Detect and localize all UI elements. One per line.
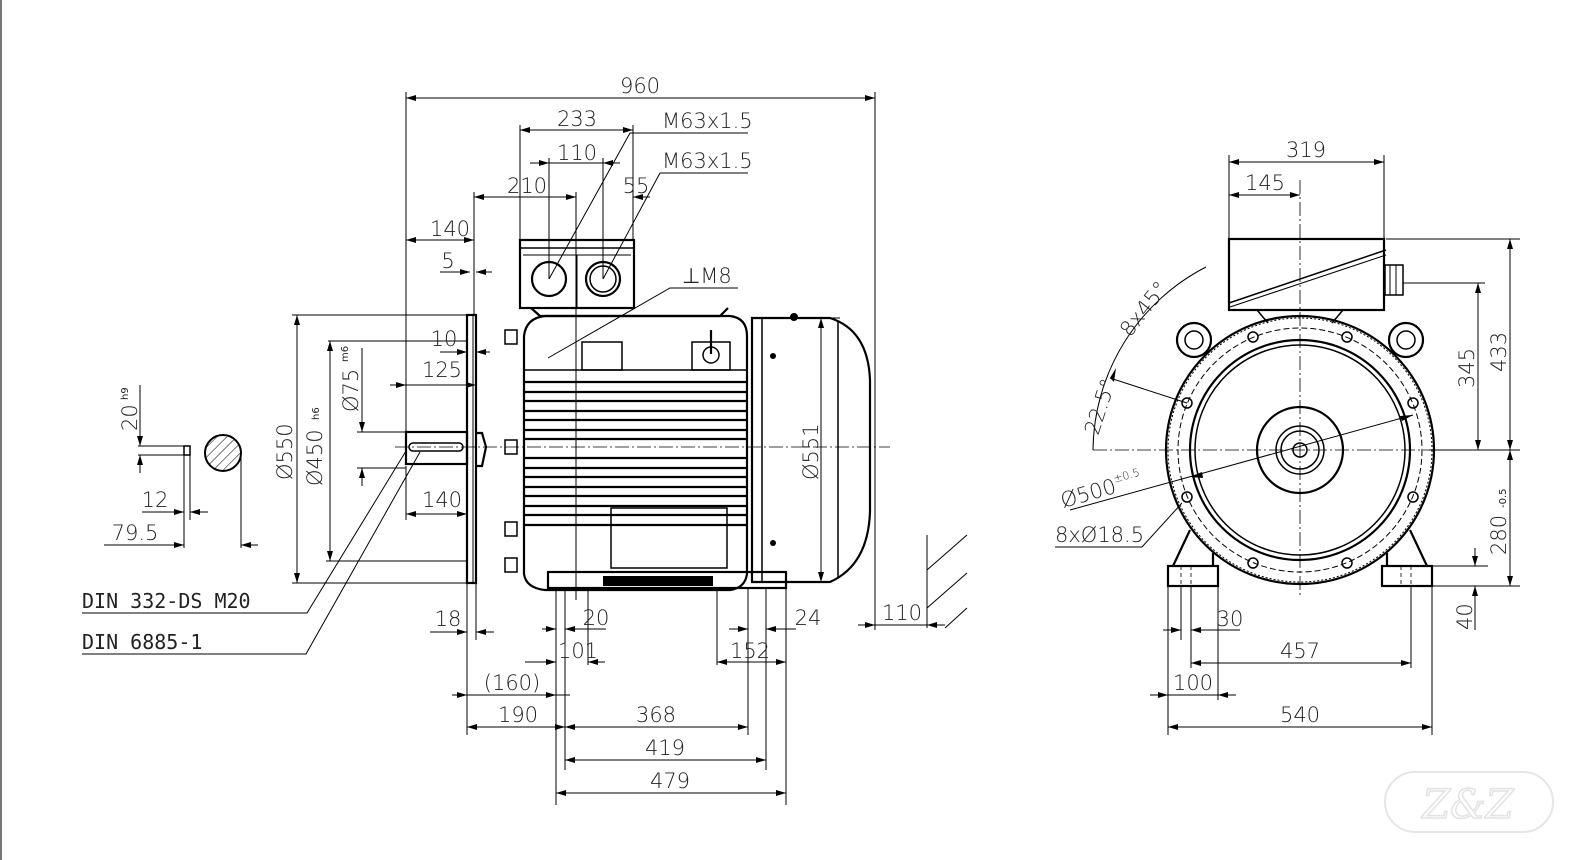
spigot-tolerance: h6 xyxy=(311,407,322,420)
note-center-hole: DIN 332-DS M20 xyxy=(82,589,251,613)
shaft-keyway xyxy=(408,442,464,452)
dim-end-foot-span: 540 xyxy=(1280,703,1320,727)
end-bearing-cover xyxy=(1255,405,1345,495)
note-bolt-holes: 8xØ18.5 xyxy=(1055,523,1144,547)
dim-overall-length: 960 xyxy=(620,74,660,98)
dim-foot-width-a: 101 xyxy=(558,639,598,663)
end-bolt-holes xyxy=(1181,331,1419,569)
dim-shaft-key-length: 125 xyxy=(422,358,462,382)
end-foot-right xyxy=(1380,564,1434,588)
note-gland-bottom: M63x1.5 xyxy=(662,149,753,173)
dim-key-width: 20 xyxy=(118,404,142,431)
shaft-shoulder xyxy=(476,431,488,468)
flange-plate xyxy=(465,313,478,585)
dim-foot-span-outer: 479 xyxy=(650,769,690,793)
end-terminal-box xyxy=(1227,237,1386,312)
dim-shaft-length: 140 xyxy=(422,488,462,512)
dim-end-box-width: 319 xyxy=(1286,138,1326,162)
dim-flange-to-foot-ref: (160) xyxy=(484,671,540,695)
shaft-section: 20 h9 12 79.5 xyxy=(104,385,258,548)
watermark-text: Z&Z xyxy=(1420,782,1514,828)
pcd-tolerance: ±0.5 xyxy=(1112,466,1141,486)
dim-gland-spacing: 110 xyxy=(557,141,597,165)
dim-flange-diameter: Ø550 xyxy=(273,423,297,480)
note-key-standard: DIN 6885-1 xyxy=(82,630,202,654)
dim-terminal-box-offset: 210 xyxy=(507,174,547,198)
end-shaft xyxy=(1292,442,1308,458)
dim-gland-offset: 55 xyxy=(623,174,650,198)
note-earth-terminal: ⊥M8 xyxy=(682,264,732,288)
dim-shaft-height: 79.5 xyxy=(112,521,159,545)
dim-frame-diameter: Ø551 xyxy=(799,423,823,480)
end-flange-spigot xyxy=(1188,338,1412,562)
motor-frame xyxy=(522,314,749,592)
cooling-fins xyxy=(525,380,747,527)
dim-flange-step: 5 xyxy=(441,249,454,273)
dim-foot-width-b: 152 xyxy=(730,639,770,663)
dim-end-box-offset: 145 xyxy=(1245,171,1285,195)
earth-terminal-label: M8 xyxy=(700,264,731,288)
dim-rear-clearance: 110 xyxy=(882,601,922,625)
fan-cowl xyxy=(750,316,872,584)
note-bolt-angle: 22.5° xyxy=(1080,376,1121,438)
end-view: 319 145 433 345 280 -0.5 40 30 xyxy=(1055,138,1520,735)
dim-end-foot-hole-spacing: 457 xyxy=(1280,639,1320,663)
shaft-tolerance: m6 xyxy=(340,346,351,362)
end-foot-left xyxy=(1166,564,1220,588)
motor-feet xyxy=(546,570,788,590)
dim-end-overall-height: 433 xyxy=(1487,332,1511,372)
note-gland-top: M63x1.5 xyxy=(662,109,753,133)
shaft-cross-section xyxy=(204,434,242,472)
dim-spigot-diameter: Ø450 xyxy=(303,429,327,486)
end-cable-gland xyxy=(1384,264,1404,296)
ground-wall xyxy=(926,534,968,629)
bolt-angle-arc xyxy=(1092,266,1207,451)
note-bolt-pattern: 8x45° xyxy=(1115,277,1173,341)
dim-end-gland-height: 345 xyxy=(1455,348,1479,388)
note-pcd: Ø500±0.5 xyxy=(1057,466,1144,513)
dim-hole-spacing: 368 xyxy=(636,703,676,727)
lifting-eye-left xyxy=(1175,321,1213,359)
dim-flange-to-hole: 190 xyxy=(498,703,538,727)
foot-pad xyxy=(610,507,728,569)
dim-foot-span-inner: 419 xyxy=(645,736,685,760)
dim-key-depth: 12 xyxy=(142,488,169,512)
lifting-eye-right xyxy=(1387,321,1425,359)
shaft-height-tolerance: -0.5 xyxy=(1498,488,1509,508)
pcd-value: Ø500 xyxy=(1058,474,1119,513)
dim-shaft-to-flange: 140 xyxy=(430,217,470,241)
page-border xyxy=(0,0,2,860)
dim-end-foot-height: 40 xyxy=(1453,603,1477,630)
dim-end-foot-width: 100 xyxy=(1173,671,1213,695)
key-tolerance: h9 xyxy=(120,387,131,400)
dim-shaft-diameter: Ø75 xyxy=(339,369,363,412)
dim-end-foot-hole-offset: 30 xyxy=(1217,607,1244,631)
dim-spigot-depth: 10 xyxy=(431,327,458,351)
dim-flange-thickness: 18 xyxy=(435,607,462,631)
side-view: 960 233 110 210 55 M63x1.5 M63x1.5 140 5 xyxy=(82,74,968,805)
shaft xyxy=(404,430,469,466)
dim-foot-hole-a: 20 xyxy=(583,606,610,630)
dim-foot-hole-b: 24 xyxy=(795,606,822,630)
watermark-logo: Z&Z xyxy=(1384,771,1554,833)
dim-end-shaft-height: 280 xyxy=(1487,515,1511,555)
dim-terminal-box-width: 233 xyxy=(557,107,597,131)
nameplate xyxy=(581,341,623,371)
